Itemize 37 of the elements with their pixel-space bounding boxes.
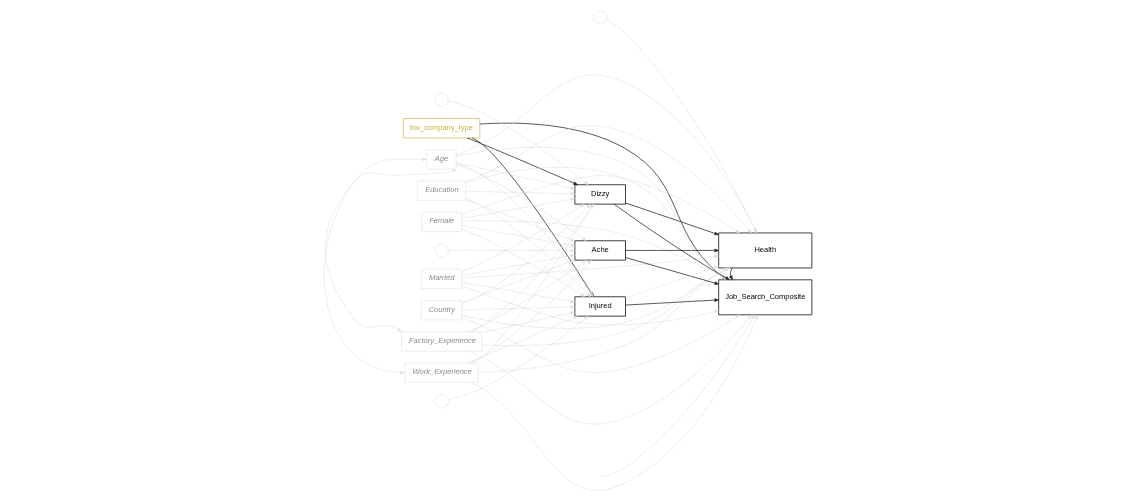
- arrow: [447, 100, 589, 185]
- arrow: [729, 267, 733, 281]
- arrow: [461, 254, 576, 276]
- arrow: [625, 265, 719, 299]
- arrow: [461, 305, 576, 310]
- arrow: [461, 282, 576, 304]
- arrow: [461, 197, 576, 219]
- arrow: [461, 314, 740, 373]
- arrow: [625, 248, 719, 253]
- arrow: [455, 162, 575, 190]
- arrow: [625, 257, 719, 285]
- arrow: [461, 175, 740, 234]
- arrow: [324, 157, 427, 375]
- arrow: [600, 314, 759, 477]
- arrow: [461, 203, 585, 272]
- arrow: [461, 259, 576, 303]
- arrow: [461, 225, 576, 247]
- arrow: [470, 314, 759, 491]
- arrow: [465, 125, 752, 234]
- arrow: [448, 248, 576, 253]
- arrow: [466, 137, 578, 186]
- arrow: [625, 298, 719, 306]
- arrow: [466, 315, 578, 364]
- arrow: [325, 168, 457, 333]
- arrow: [455, 163, 587, 241]
- arrow: [447, 315, 589, 401]
- arrow: [455, 74, 757, 234]
- arrow: [625, 202, 719, 236]
- arrow: [461, 254, 719, 279]
- arrow: [468, 314, 756, 425]
- arrow: [606, 19, 757, 234]
- arrow: [465, 199, 576, 242]
- arrow: [461, 228, 585, 297]
- arrow: [461, 286, 719, 326]
- arrow: [481, 311, 575, 333]
- arrow: [468, 259, 587, 332]
- arrow: [465, 190, 576, 196]
